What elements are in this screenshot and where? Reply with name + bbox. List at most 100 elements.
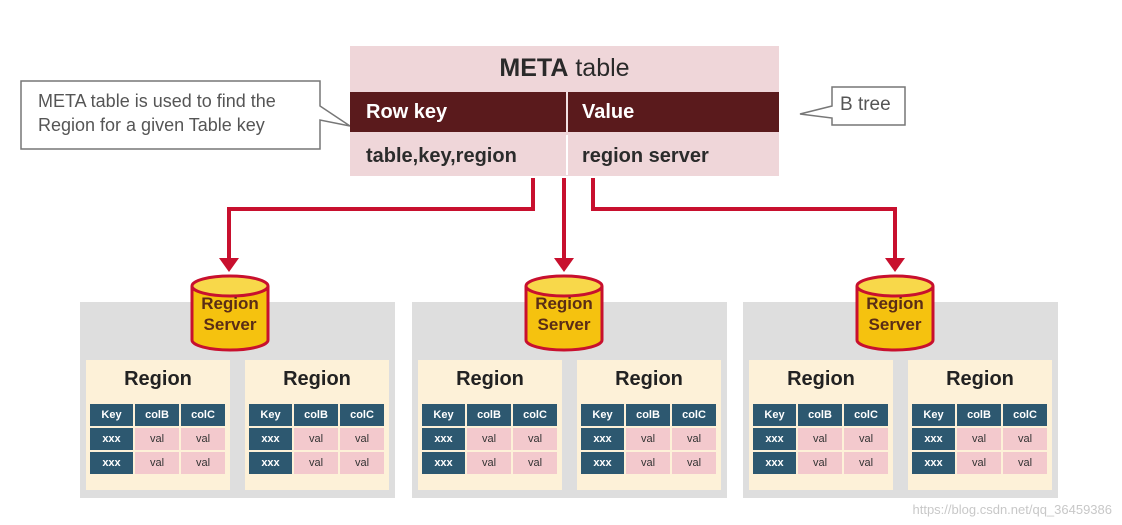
value-cell: val: [467, 452, 511, 474]
region-title: Region: [283, 368, 351, 390]
value-cell: val: [135, 452, 179, 474]
key-header: Key: [581, 404, 624, 426]
callout-line-1: META table is used to find the: [38, 91, 276, 111]
value-cell: val: [513, 428, 557, 450]
colc-header: colC: [672, 404, 716, 426]
value-cell: val: [798, 428, 842, 450]
meta-table-header: Row key Value: [350, 92, 779, 132]
value-cell: val: [1003, 428, 1047, 450]
value-cell: val: [957, 428, 1001, 450]
key-cell: xxx: [753, 452, 796, 474]
key-cell: xxx: [912, 428, 955, 450]
meta-title-rest: table: [568, 54, 630, 82]
region-server: Region Server: [854, 274, 936, 354]
arrow-left: [227, 178, 535, 260]
region-server-label-1: Region: [535, 294, 593, 313]
value-cell: val: [1003, 452, 1047, 474]
key-cell: xxx: [581, 428, 624, 450]
key-header: Key: [422, 404, 465, 426]
key-cell: xxx: [90, 428, 133, 450]
region-server: Region Server: [189, 274, 271, 354]
colb-header: colB: [957, 404, 1001, 426]
region-title: Region: [456, 368, 524, 390]
value-cell: val: [672, 428, 716, 450]
region-title: Region: [946, 368, 1014, 390]
region-server-label-2: Server: [203, 315, 257, 334]
key-cell: xxx: [581, 452, 624, 474]
arrow-right: [591, 178, 897, 260]
database-cylinder-icon: [855, 274, 935, 352]
key-cell: xxx: [90, 452, 133, 474]
colc-header: colC: [181, 404, 225, 426]
watermark: https://blog.csdn.net/qq_36459386: [912, 502, 1113, 517]
value-cell: val: [340, 428, 384, 450]
arrowhead-middle: [554, 258, 574, 272]
left-callout-text: META table is used to find the Region fo…: [38, 89, 303, 137]
key-cell: xxx: [912, 452, 955, 474]
meta-table-title: META table: [350, 46, 779, 91]
colb-header: colB: [798, 404, 842, 426]
region-server-label-1: Region: [201, 294, 259, 313]
value-cell: val: [957, 452, 1001, 474]
colc-header: colC: [513, 404, 557, 426]
arrowhead-right: [885, 258, 905, 272]
value-cell: val: [844, 452, 888, 474]
colc-header: colC: [1003, 404, 1047, 426]
row-key-cell: table,key,region: [366, 145, 517, 167]
colb-header: colB: [135, 404, 179, 426]
row-divider: [566, 135, 568, 175]
meta-title-bold: META: [499, 54, 569, 82]
value-cell: val: [467, 428, 511, 450]
key-header: Key: [912, 404, 955, 426]
key-header: Key: [249, 404, 292, 426]
region-server-label-2: Server: [537, 315, 591, 334]
colb-header: colB: [467, 404, 511, 426]
key-cell: xxx: [249, 428, 292, 450]
colc-header: colC: [844, 404, 888, 426]
left-callout-shape: [20, 80, 351, 150]
region-server: Region Server: [523, 274, 605, 354]
colc-header: colC: [340, 404, 384, 426]
key-header: Key: [90, 404, 133, 426]
key-cell: xxx: [422, 452, 465, 474]
region-server-label-1: Region: [866, 294, 924, 313]
region-server-label-2: Server: [868, 315, 922, 334]
database-cylinder-icon: [524, 274, 604, 352]
right-callout-shape: [799, 86, 906, 126]
callout-line-2: Region for a given Table key: [38, 115, 265, 135]
key-cell: xxx: [753, 428, 796, 450]
meta-table: META table Row key Value table,key,regio…: [350, 46, 779, 176]
right-callout-text: B tree: [840, 94, 891, 115]
colb-header: colB: [294, 404, 338, 426]
value-cell: val: [340, 452, 384, 474]
header-divider: [566, 92, 568, 132]
value-cell: val: [135, 428, 179, 450]
value-cell: val: [672, 452, 716, 474]
region-title: Region: [124, 368, 192, 390]
value-cell: val: [513, 452, 557, 474]
key-cell: xxx: [422, 428, 465, 450]
value-cell: val: [181, 428, 225, 450]
value-cell: val: [798, 452, 842, 474]
region-title: Region: [615, 368, 683, 390]
region-title: Region: [787, 368, 855, 390]
value-cell: val: [181, 452, 225, 474]
value-cell: region server: [582, 145, 709, 167]
value-cell: val: [626, 428, 670, 450]
database-cylinder-icon: [190, 274, 270, 352]
header-row-key: Row key: [366, 101, 448, 123]
value-cell: val: [626, 452, 670, 474]
value-cell: val: [844, 428, 888, 450]
arrowhead-left: [219, 258, 239, 272]
